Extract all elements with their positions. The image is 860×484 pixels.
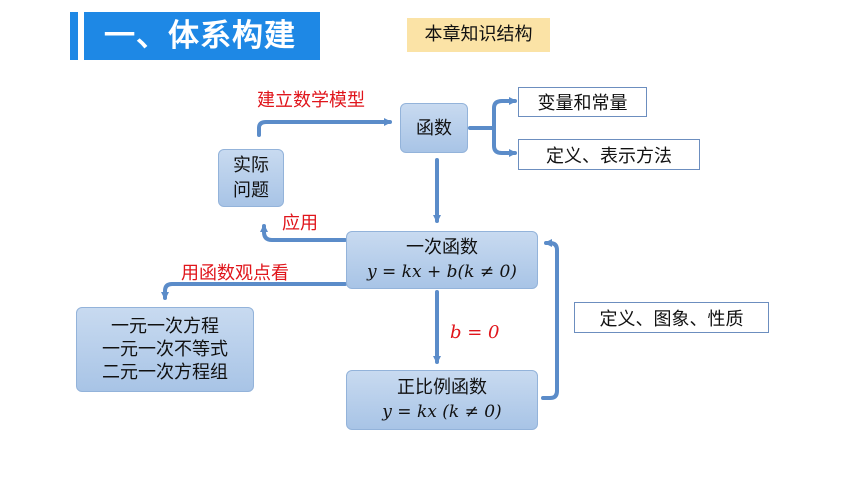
- arrow-build-model: [257, 118, 392, 137]
- practical-line-1: 实际: [233, 155, 269, 176]
- linear-name: 一次函数: [406, 237, 478, 258]
- label-apply: 应用: [282, 213, 318, 234]
- box-variables-constants: 变量和常量: [518, 87, 647, 117]
- label-b-zero: b = 0: [450, 322, 500, 343]
- node-proportional-function: 正比例函数 y = kx (k ≠ 0): [346, 370, 538, 430]
- node-practical-problem: 实际 问题: [218, 149, 284, 207]
- chapter-structure-tag: 本章知识结构: [407, 18, 550, 52]
- equations-line-3: 二元一次方程组: [102, 362, 228, 383]
- box-definition-graph-properties: 定义、图象、性质: [574, 302, 769, 333]
- arrow-to-variables: [492, 97, 517, 130]
- section-title: 一、体系构建: [84, 12, 320, 60]
- linear-formula: y = kx + b(k ≠ 0): [367, 262, 517, 282]
- proportional-name: 正比例函数: [397, 377, 487, 398]
- node-function-label: 函数: [416, 117, 452, 139]
- arrow-apply: [260, 224, 347, 242]
- arrow-bracket: [541, 239, 559, 400]
- arrow-function-view: [161, 282, 347, 300]
- arrow-to-definition: [492, 126, 517, 157]
- title-accent-bar: [70, 12, 78, 60]
- node-equations: 一元一次方程 一元一次不等式 二元一次方程组: [76, 307, 254, 392]
- practical-line-2: 问题: [233, 180, 269, 201]
- equations-line-1: 一元一次方程: [111, 316, 219, 337]
- node-linear-function: 一次函数 y = kx + b(k ≠ 0): [346, 231, 538, 289]
- node-function: 函数: [400, 103, 468, 153]
- label-build-model: 建立数学模型: [257, 90, 365, 111]
- equations-line-2: 一元一次不等式: [102, 339, 228, 360]
- label-function-view: 用函数观点看: [181, 263, 289, 284]
- proportional-formula: y = kx (k ≠ 0): [382, 402, 502, 422]
- box-definition-representation: 定义、表示方法: [518, 139, 700, 170]
